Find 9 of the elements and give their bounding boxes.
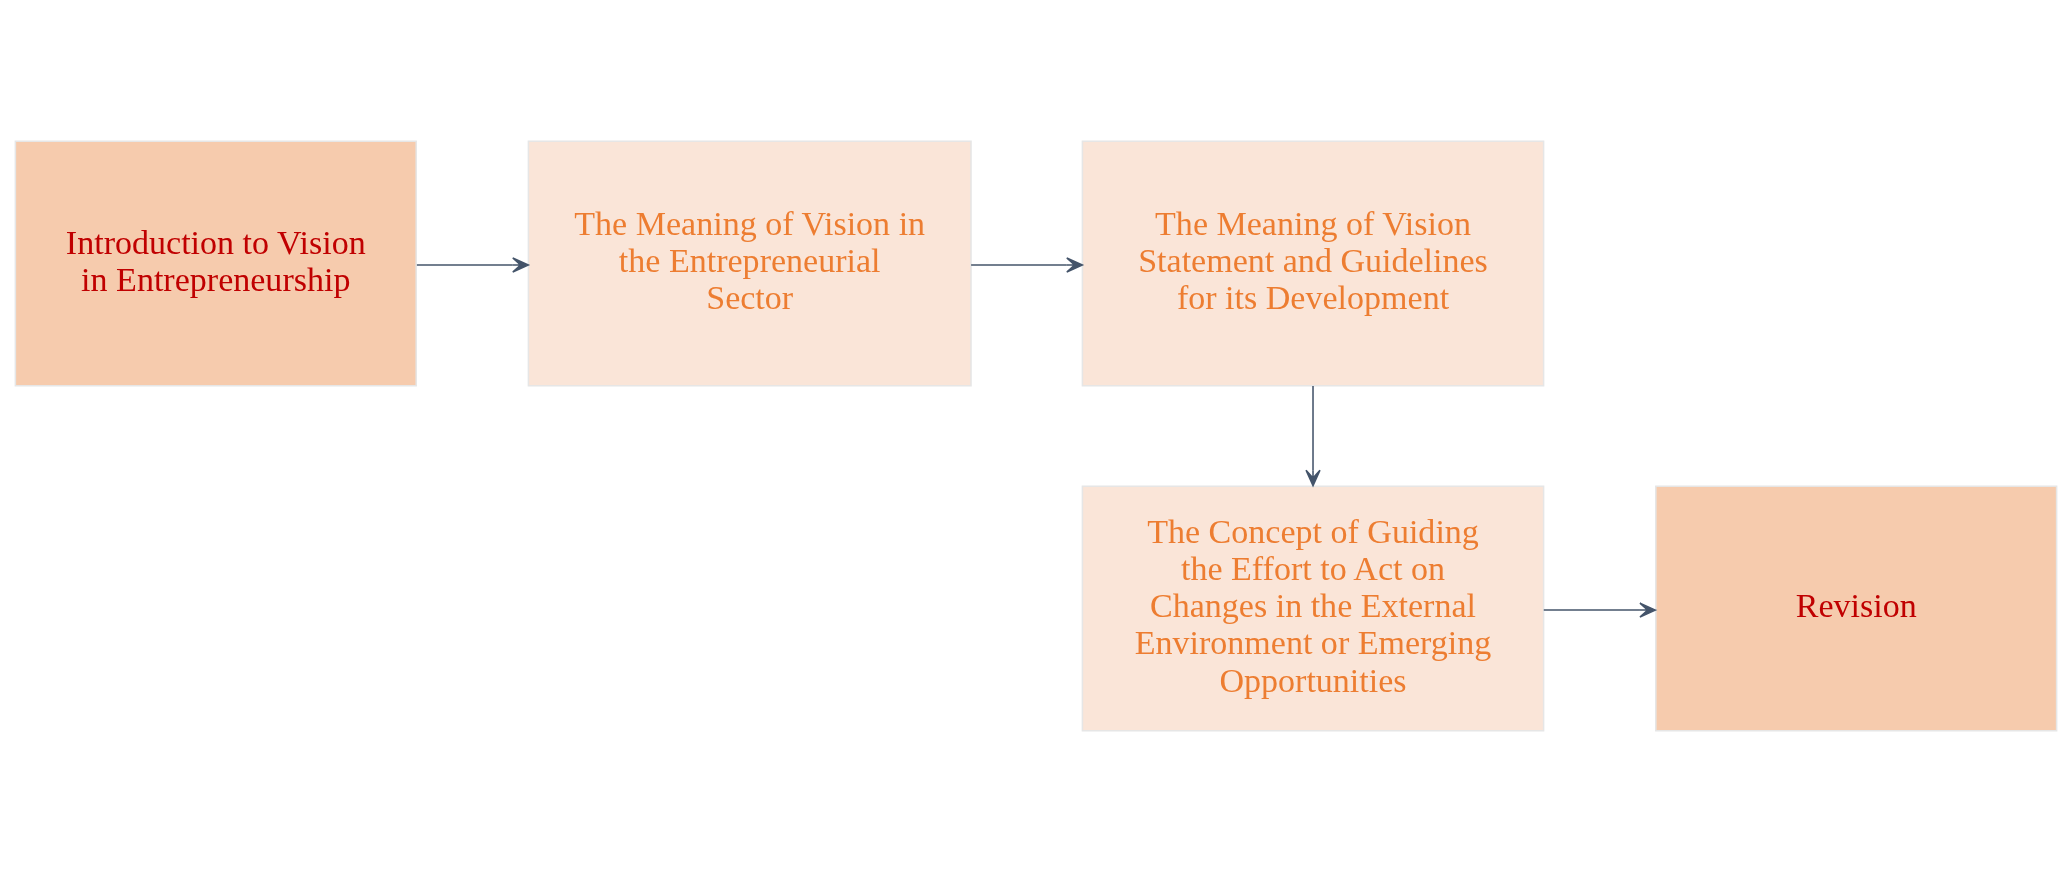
arrow: [1543, 602, 1657, 618]
node-box: Introduction to Vision in Entrepreneurship: [14, 140, 417, 387]
node-box: The Concept of Guiding the Effort to Act on Changes in the External Environment or Emerging Opportunities: [1081, 485, 1545, 732]
node-box: The Meaning of Vision Statement and Guidelines for its Development: [1081, 140, 1545, 387]
node-box: The Meaning of Vision in the Entrepreneurial Sector: [527, 140, 972, 387]
arrow: [416, 257, 530, 273]
arrow: [970, 257, 1084, 273]
node-box: Revision: [1655, 485, 2058, 732]
arrow: [1305, 385, 1321, 487]
